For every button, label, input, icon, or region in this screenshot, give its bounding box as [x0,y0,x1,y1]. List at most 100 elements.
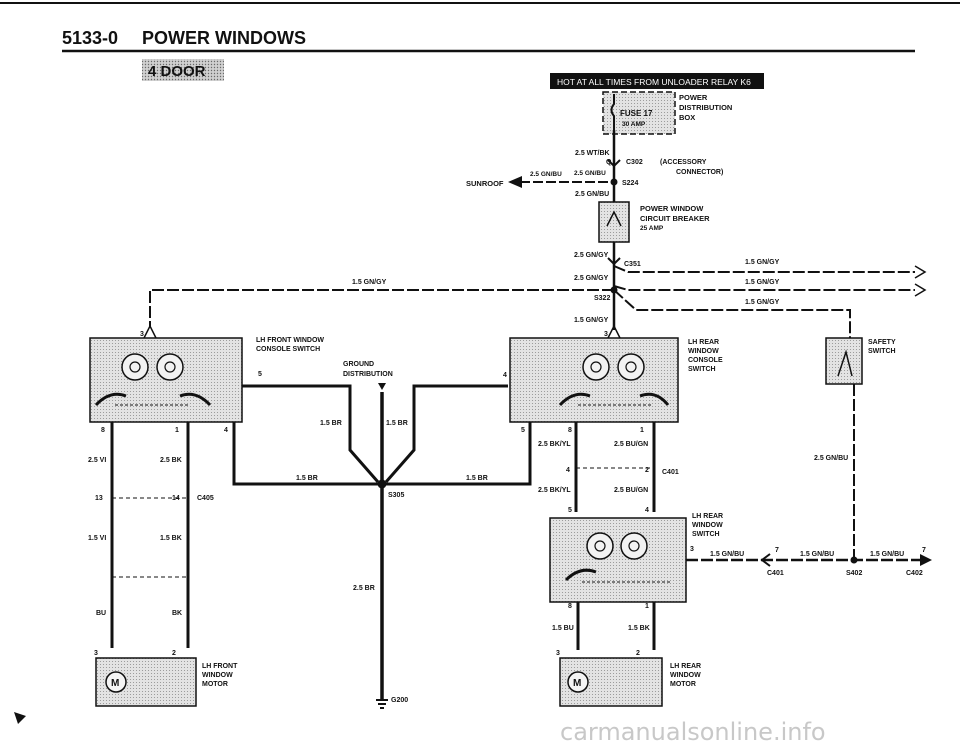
sunroof-label: SUNROOF [466,179,504,188]
svg-text:2.5 BU/GN: 2.5 BU/GN [614,487,648,494]
svg-text:1.5 GN/GY: 1.5 GN/GY [745,299,780,306]
svg-text:4: 4 [566,467,570,474]
svg-text:2.5 BK/YL: 2.5 BK/YL [538,441,571,448]
splice-s305: S305 [388,492,404,499]
svg-text:2.5 GN/BU: 2.5 GN/BU [530,171,562,178]
svg-text:SWITCH: SWITCH [692,531,720,538]
svg-text:2.5 GN/GY: 2.5 GN/GY [574,275,609,282]
svg-text:M: M [573,678,581,689]
connector-c351: C351 [624,261,641,268]
svg-text:GROUND: GROUND [343,361,374,368]
svg-text:1.5 GN/GY: 1.5 GN/GY [352,279,387,286]
svg-text:2.5 BK/YL: 2.5 BK/YL [538,487,571,494]
svg-text:SWITCH: SWITCH [868,348,896,355]
svg-text:WINDOW: WINDOW [670,672,701,679]
svg-text:3: 3 [690,546,694,553]
svg-text:2.5 GN/BU: 2.5 GN/BU [814,455,848,462]
svg-text:2.5 GN/BU: 2.5 GN/BU [574,170,606,177]
svg-text:POWER WINDOW: POWER WINDOW [640,204,704,213]
variant-tab: 4 DOOR [142,59,224,81]
svg-text:4 DOOR: 4 DOOR [148,63,206,80]
svg-text:LH FRONT WINDOW: LH FRONT WINDOW [256,337,324,344]
svg-text:7: 7 [775,547,779,554]
svg-text:25 AMP: 25 AMP [640,225,664,232]
svg-text:1.5 GN/GY: 1.5 GN/GY [745,279,780,286]
svg-text:CONSOLE SWITCH: CONSOLE SWITCH [256,346,320,353]
svg-text:13: 13 [95,495,103,502]
svg-text:4: 4 [224,427,228,434]
svg-text:3: 3 [94,650,98,657]
svg-text:DISTRIBUTION: DISTRIBUTION [343,371,393,378]
svg-text:1: 1 [175,427,179,434]
svg-text:1.5 BK: 1.5 BK [160,535,182,542]
svg-text:2: 2 [645,467,649,474]
svg-text:2: 2 [172,650,176,657]
splice-s402: S402 [846,570,862,577]
lh-front-window-motor: M 3 2 LH FRONT WINDOW MOTOR [94,650,238,707]
svg-text:1.5 VI: 1.5 VI [88,535,106,542]
svg-text:1.5 BU: 1.5 BU [552,625,574,632]
svg-text:(ACCESSORY: (ACCESSORY [660,159,707,166]
svg-text:1.5 GN/BU: 1.5 GN/BU [710,551,744,558]
svg-text:2.5 GN/BU: 2.5 GN/BU [575,191,609,198]
lh-rear-window-console-switch: 3 LH REAR WINDOW CONSOLE SWITCH 4 5 8 1 [503,324,723,434]
svg-text:WINDOW: WINDOW [202,672,233,679]
splice-s224: S224 [622,180,638,187]
power-banner: HOT AT ALL TIMES FROM UNLOADER RELAY K6 [550,73,764,89]
svg-text:4: 4 [503,372,507,379]
svg-text:BOX: BOX [679,113,695,122]
connector-c402: C402 [906,570,923,577]
svg-text:BK: BK [172,610,182,617]
lh-rear-window-motor: M 3 2 LH REAR WINDOW MOTOR [556,650,701,707]
svg-text:M: M [111,678,119,689]
svg-text:CONSOLE: CONSOLE [688,357,723,364]
svg-text:4: 4 [645,507,649,514]
wire-label: 2.5 WT/BK [575,150,610,157]
section-number: 5133-0 [62,28,118,48]
svg-text:5: 5 [258,371,262,378]
lh-front-console-switch: 3 LH FRONT WINDOW CONSOLE SWITCH 5 8 1 4 [89,324,324,434]
svg-text:14: 14 [172,495,180,502]
svg-text:1.5 GN/BU: 1.5 GN/BU [800,551,834,558]
svg-text:8: 8 [101,427,105,434]
svg-text:1.5 BR: 1.5 BR [386,420,408,427]
svg-text:1.5 GN/GY: 1.5 GN/GY [745,259,780,266]
svg-text:1.5 BR: 1.5 BR [320,420,342,427]
svg-text:SWITCH: SWITCH [688,366,716,373]
connector-c401-lower: C401 [767,570,784,577]
svg-text:1: 1 [645,603,649,610]
svg-text:LH FRONT: LH FRONT [202,663,238,670]
svg-text:LH REAR: LH REAR [692,513,723,520]
connector-pin: Q [606,159,612,166]
svg-text:2: 2 [636,650,640,657]
fuse-rating: 30 AMP [622,121,646,128]
fuse-label: FUSE 17 [620,109,653,118]
ground-distribution: GROUND DISTRIBUTION 1.5 BR 1.5 BR 1.5 BR… [232,361,532,709]
svg-text:1.5 GN/BU: 1.5 GN/BU [870,551,904,558]
page-corner-mark [14,712,26,724]
svg-text:2.5 GN/GY: 2.5 GN/GY [574,252,609,259]
svg-text:5: 5 [568,507,572,514]
svg-text:1.5 GN/GY: 1.5 GN/GY [574,317,609,324]
svg-text:2.5 BK: 2.5 BK [160,457,182,464]
svg-text:3: 3 [140,331,144,338]
svg-text:LH REAR: LH REAR [688,339,719,346]
safety-switch: SAFETY SWITCH [825,337,896,385]
svg-text:2.5 BR: 2.5 BR [353,585,375,592]
svg-text:5: 5 [521,427,525,434]
svg-text:WINDOW: WINDOW [692,522,723,529]
svg-text:POWER: POWER [679,93,708,102]
svg-text:3: 3 [604,331,608,338]
lh-rear-window-switch: LH REAR WINDOW SWITCH 3 8 1 [549,513,723,610]
connector-c302: C302 [626,159,643,166]
svg-text:8: 8 [568,427,572,434]
svg-text:1.5 BK: 1.5 BK [628,625,650,632]
power-distribution-box: FUSE 17 30 AMP POWER DISTRIBUTION BOX [602,91,732,135]
svg-text:HOT AT ALL TIMES FROM UNLOADER: HOT AT ALL TIMES FROM UNLOADER RELAY K6 [557,77,751,87]
watermark: carmanualsonline.info [560,718,826,746]
ground-g200: G200 [391,697,408,704]
page-title: POWER WINDOWS [142,28,306,48]
svg-text:7: 7 [922,547,926,554]
svg-text:DISTRIBUTION: DISTRIBUTION [679,103,732,112]
connector-c401: C401 [662,469,679,476]
